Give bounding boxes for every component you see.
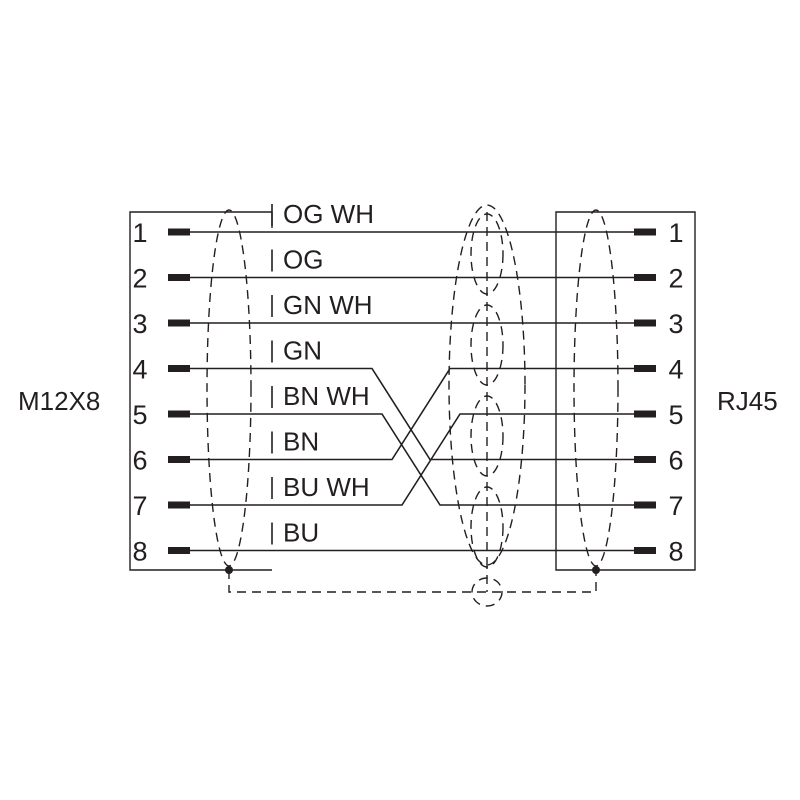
right-connector-housing <box>555 211 696 571</box>
left-pin-contact <box>168 501 190 509</box>
drain-wire <box>228 570 597 593</box>
wire-bn <box>190 367 634 461</box>
wire-label-group: OG WH OG GN WH GN BN WH BN BU WH BU <box>271 199 374 548</box>
right-pin-number: 4 <box>668 355 683 385</box>
right-ground-node <box>592 566 600 574</box>
wire-bn-wh <box>190 413 634 506</box>
twisted-pair-shields <box>470 212 504 568</box>
left-connector-label: M12X8 <box>18 386 100 416</box>
left-connector-housing <box>129 211 272 571</box>
left-pin-contact <box>168 365 190 372</box>
right-pin-number: 8 <box>668 537 683 567</box>
right-pin-number: 6 <box>668 446 683 476</box>
right-shield-outline <box>573 209 619 567</box>
left-pin-contact <box>168 274 190 281</box>
left-pin-contact <box>168 547 190 554</box>
wire-bu-wh <box>190 413 634 506</box>
left-pin-number: 5 <box>132 400 147 430</box>
drain-joint-marker <box>471 577 503 607</box>
right-pin-number: 5 <box>668 400 683 430</box>
left-pin-number: 6 <box>132 446 147 476</box>
left-pin-number: 7 <box>132 491 147 521</box>
left-pin-number: 4 <box>132 355 147 385</box>
cable-shield-outline <box>448 204 526 566</box>
left-pin-contact <box>168 456 190 463</box>
left-ground-node <box>225 566 233 574</box>
pair-shield-outline <box>470 213 504 295</box>
right-pin-group: 1 2 3 4 5 6 7 8 <box>634 218 684 567</box>
wire-color-label: BN WH <box>283 381 370 411</box>
left-pin-contact <box>168 228 190 236</box>
wire-color-label: GN WH <box>283 290 373 320</box>
right-pin-number: 1 <box>668 218 683 248</box>
right-pin-contact <box>634 501 656 509</box>
left-pin-number: 2 <box>132 264 147 294</box>
wire-color-label: OG WH <box>283 199 374 229</box>
right-pin-contact <box>634 410 656 418</box>
right-connector-label: RJ45 <box>717 386 778 416</box>
wire-color-label: OG <box>283 245 323 275</box>
wire-color-label: GN <box>283 336 322 366</box>
right-pin-contact <box>634 365 656 372</box>
right-pin-number: 2 <box>668 264 683 294</box>
right-pin-contact <box>634 547 656 554</box>
right-pin-contact <box>634 228 656 236</box>
right-pin-number: 7 <box>668 491 683 521</box>
left-shield-outline <box>206 209 252 567</box>
wire-color-label: BU <box>283 518 319 548</box>
right-pin-contact <box>634 274 656 281</box>
right-pin-contact <box>634 456 656 463</box>
left-pin-group: 1 2 3 4 5 6 7 8 <box>132 218 190 567</box>
wire-color-label: BN <box>283 427 319 457</box>
left-pin-number: 3 <box>132 309 147 339</box>
wire-gn <box>190 367 634 461</box>
right-pin-contact <box>634 319 656 327</box>
wire-group <box>190 231 634 552</box>
right-pin-number: 3 <box>668 309 683 339</box>
wire-color-label: BU WH <box>283 472 370 502</box>
left-pin-number: 1 <box>132 218 147 248</box>
left-pin-contact <box>168 319 190 327</box>
left-pin-contact <box>168 410 190 418</box>
left-pin-number: 8 <box>132 537 147 567</box>
